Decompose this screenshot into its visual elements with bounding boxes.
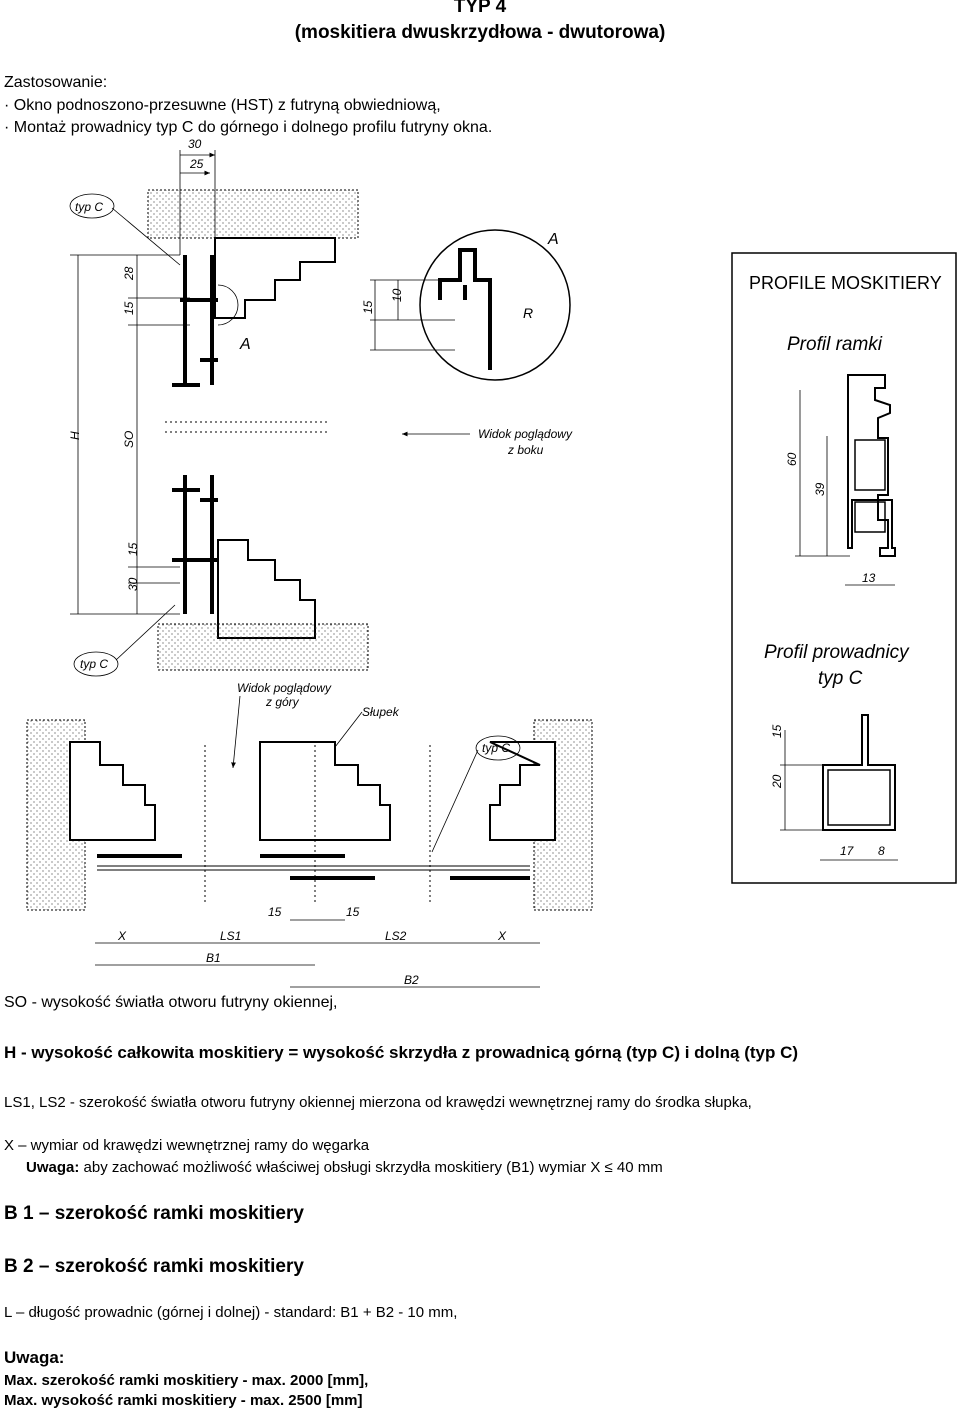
note-uwaga: Uwaga: aby zachować możliwość właściwej … (26, 1159, 663, 1176)
bottom-frame-sill (217, 539, 316, 639)
dim-28: 28 (122, 266, 136, 281)
detail-circle-a (419, 229, 571, 381)
dim-10: 10 (390, 288, 404, 302)
note-uwaga-label: Uwaga: (26, 1159, 80, 1176)
slupek-label: Słupek (362, 705, 400, 719)
note-l: L – długość prowadnic (górnej i dolnej) … (4, 1304, 458, 1321)
dim-30-top: 30 (188, 137, 202, 151)
note-max-height: Max. wysokość ramki moskitiery - max. 25… (4, 1392, 363, 1409)
frame-profile-title: Profil ramki (787, 334, 883, 355)
dim-15-a: 15 (122, 301, 136, 315)
dim-15-c: 15 (268, 905, 282, 919)
dim-b1: B1 (206, 951, 221, 965)
note-h: H - wysokość całkowita moskitiery = wyso… (4, 1043, 799, 1062)
label-a-detail: A (547, 231, 559, 248)
usage-line-1: · Okno podnoszono-przesuwne (HST) z futr… (4, 97, 441, 114)
typ-c-mid-label: typ C (482, 741, 510, 755)
dim-15-d: 15 (346, 905, 360, 919)
note-b1: B 1 – szerokość ramki moskitiery (4, 1203, 304, 1224)
dim-x-left: X (117, 929, 127, 943)
usage-line-2: · Montaż prowadnicy typ C do górnego i d… (4, 119, 493, 136)
guide-dim-20: 20 (770, 774, 784, 789)
note-x: X – wymiar od krawędzi wewnętrznej ramy … (4, 1137, 370, 1154)
guide-dim-17: 17 (840, 844, 855, 858)
side-view-label-2: z boku (507, 443, 544, 457)
note-b2: B 2 – szerokość ramki moskitiery (4, 1256, 304, 1277)
dim-15-b: 15 (126, 542, 140, 556)
note-so: SO - wysokość światła otworu futryny oki… (4, 994, 338, 1011)
label-a-left: A (239, 336, 251, 353)
top-frame-wall (147, 189, 359, 239)
top-view-label-1: Widok poglądowy (237, 681, 332, 695)
profiles-title: PROFILE MOSKITIERY (749, 273, 942, 293)
page-subtitle: (moskitiera dwuskrzydłowa - dwutorowa) (294, 22, 666, 43)
usage-label: Zastosowanie: (4, 74, 108, 91)
guide-profile-title-2: typ C (818, 668, 863, 689)
dim-x-right: X (497, 929, 507, 943)
top-frame-sill (214, 237, 336, 319)
frame-dim-39: 39 (813, 482, 827, 496)
page-title: TYP 4 (453, 0, 507, 17)
label-so: SO (122, 431, 136, 448)
technical-drawing: 30 25 typ C A H SO 28 15 A R 15 10 Widok… (26, 137, 957, 988)
frame-dim-60: 60 (785, 452, 799, 466)
top-frame-profile-right (200, 255, 218, 385)
label-r: R (523, 305, 533, 321)
dim-25: 25 (189, 157, 204, 171)
dim-30-b: 30 (126, 577, 140, 591)
guide-profile-title-1: Profil prowadnicy (764, 642, 910, 663)
label-h: H (68, 431, 82, 440)
side-view-label-1: Widok poglądowy (478, 427, 573, 441)
typ-c-top-label: typ C (75, 200, 103, 214)
typ-c-bottom-label: typ C (80, 657, 108, 671)
frame-profile-shape (847, 374, 896, 557)
top-frame-profile-left (172, 255, 200, 387)
dim-ls2: LS2 (385, 929, 407, 943)
dim-b2: B2 (404, 973, 419, 987)
bottom-frame-wall (157, 623, 369, 671)
guide-dim-15: 15 (770, 724, 784, 738)
top-view-label-2: z góry (265, 695, 300, 709)
final-uwaga-label: Uwaga: (4, 1348, 65, 1367)
dim-15-detail: 15 (361, 300, 375, 314)
note-uwaga-text: aby zachować możliwość właściwej obsługi… (79, 1159, 663, 1176)
note-max-width: Max. szerokość ramki moskitiery - max. 2… (4, 1372, 369, 1389)
frame-dim-13: 13 (862, 571, 876, 585)
dim-ls1: LS1 (220, 929, 241, 943)
note-ls: LS1, LS2 - szerokość światła otworu futr… (4, 1094, 752, 1111)
guide-dim-8: 8 (878, 844, 885, 858)
